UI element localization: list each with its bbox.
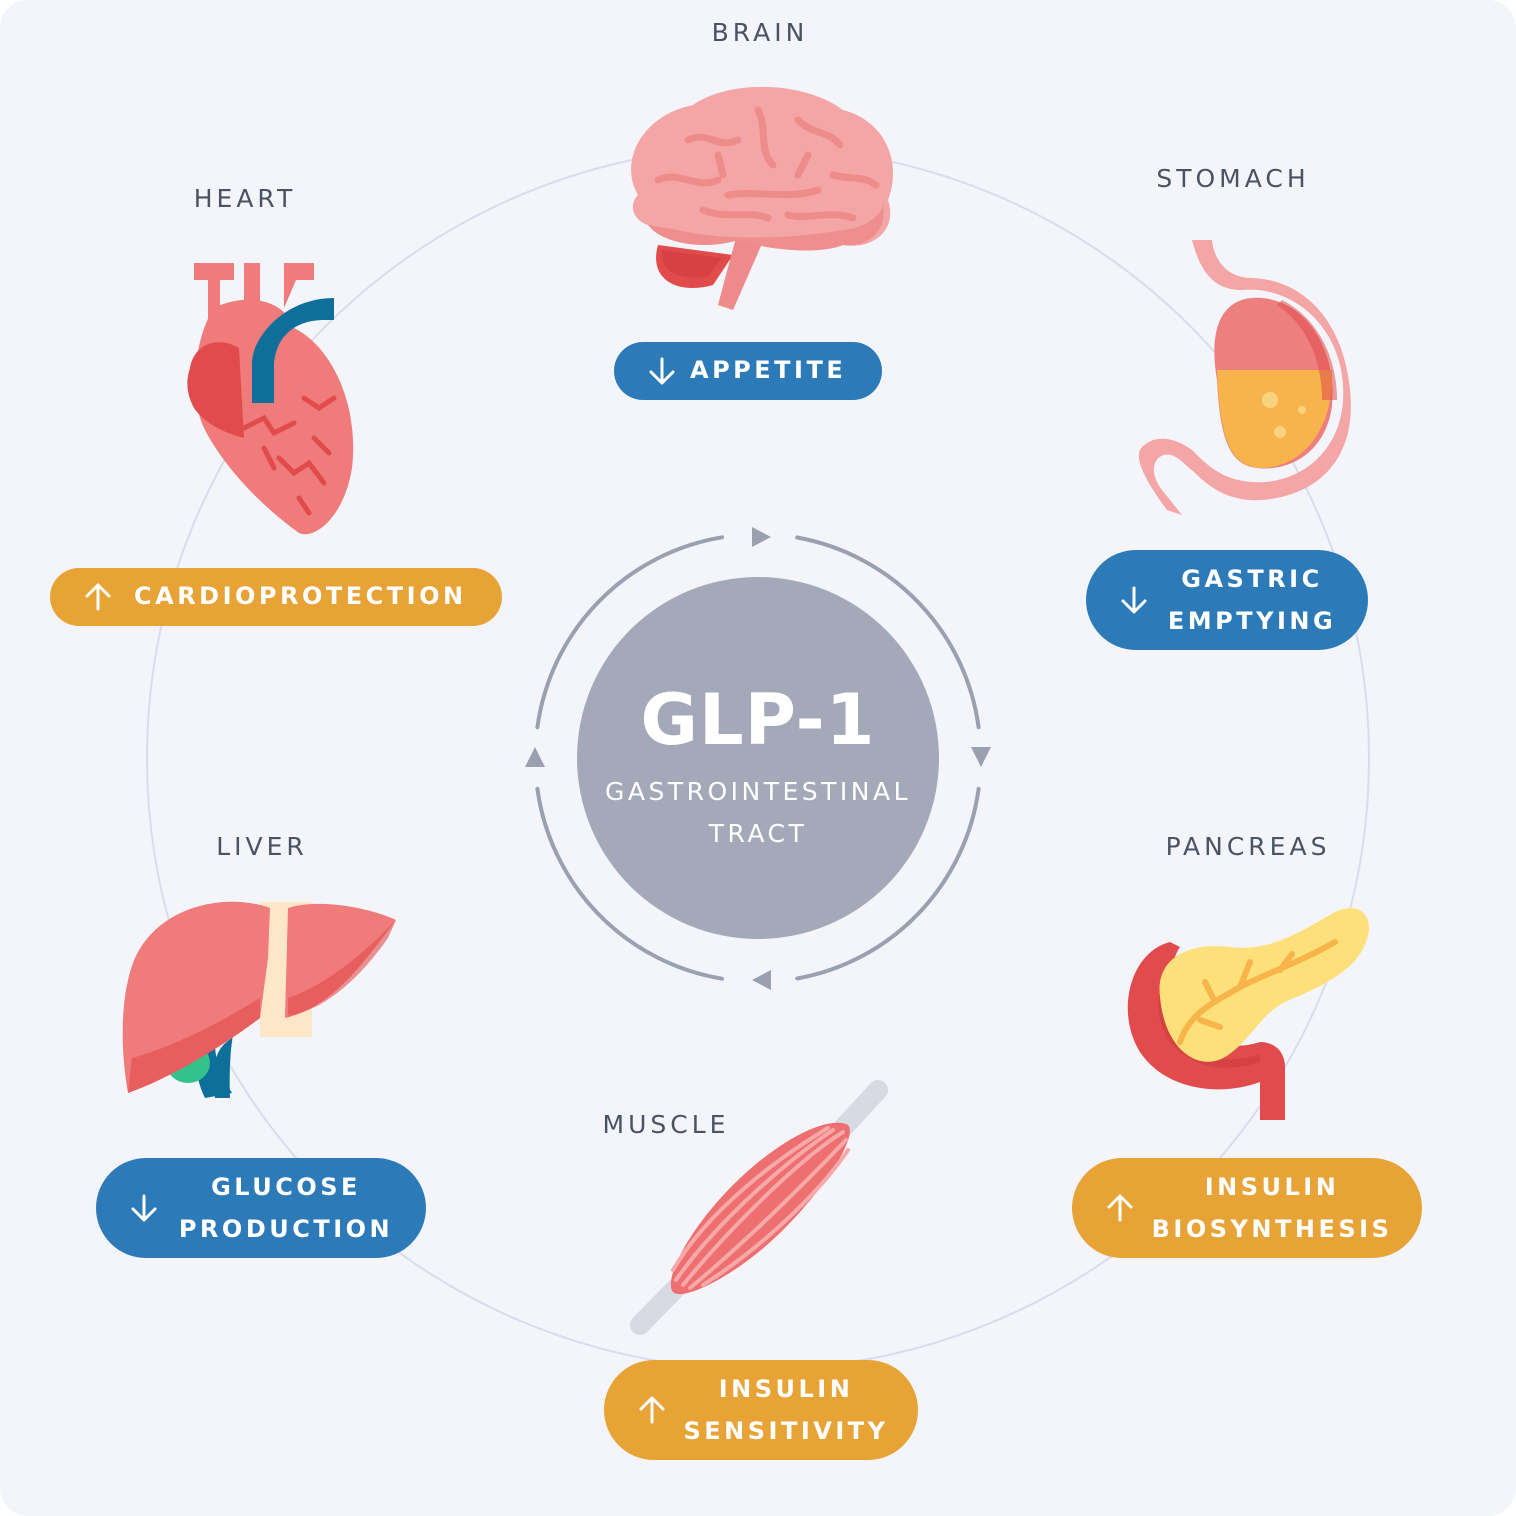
liver-icon (122, 901, 396, 1098)
arrow-up-icon (1107, 1194, 1133, 1222)
arrowhead-left (525, 747, 545, 767)
insulin-sensitivity-line2: SENSITIVITY (683, 1417, 889, 1445)
stomach-icon (1138, 240, 1351, 515)
gastric-emptying-label: GASTRIC EMPTYING (1136, 558, 1368, 642)
insulin-biosynthesis-pill: INSULIN BIOSYNTHESIS (1072, 1158, 1422, 1258)
pancreas-label: PANCREAS (1165, 832, 1331, 861)
arrow-up-icon (639, 1396, 665, 1424)
center-subtitle-line2: TRACT (708, 819, 808, 848)
insulin-biosynthesis-line2: BIOSYNTHESIS (1151, 1215, 1393, 1243)
brain-label: BRAIN (711, 18, 809, 47)
glucose-production-label: GLUCOSE PRODUCTION (146, 1166, 426, 1250)
cardioprotection-pill: CARDIOPROTECTION (50, 568, 502, 626)
brain-icon (631, 86, 893, 310)
inner-cycle-ring (535, 535, 981, 981)
pancreas-icon (1127, 908, 1370, 1120)
insulin-biosynthesis-label: INSULIN BIOSYNTHESIS (1122, 1166, 1422, 1250)
center-title: GLP-1 (640, 679, 876, 761)
gastric-emptying-line2: EMPTYING (1167, 607, 1337, 635)
heart-icon (187, 263, 354, 535)
stomach-label: STOMACH (1156, 164, 1310, 193)
glp1-center-circle: GLP-1 GASTROINTESTINAL TRACT (577, 577, 939, 939)
cycle-arrowheads (525, 527, 991, 990)
glucose-production-line1: GLUCOSE (211, 1173, 361, 1201)
center-subtitle-line1: GASTROINTESTINAL (604, 777, 912, 806)
arrowhead-bottom (752, 970, 771, 990)
arrow-down-icon (1121, 586, 1147, 614)
cardioprotection-label: CARDIOPROTECTION (134, 582, 467, 610)
appetite-label: APPETITE (690, 356, 847, 384)
insulin-sensitivity-label: INSULIN SENSITIVITY (654, 1368, 918, 1452)
arrow-down-icon (649, 357, 675, 385)
arrow-up-icon (85, 583, 111, 611)
center-subtitle: GASTROINTESTINAL TRACT (577, 771, 939, 855)
insulin-biosynthesis-line1: INSULIN (1204, 1173, 1340, 1201)
glucose-production-pill: GLUCOSE PRODUCTION (96, 1158, 426, 1258)
muscle-label: MUSCLE (602, 1110, 730, 1139)
arrowhead-right (971, 747, 991, 767)
insulin-sensitivity-line1: INSULIN (718, 1375, 854, 1403)
liver-label: LIVER (216, 832, 308, 861)
insulin-sensitivity-pill: INSULIN SENSITIVITY (604, 1360, 918, 1460)
heart-label: HEART (193, 184, 297, 213)
gastric-emptying-pill: GASTRIC EMPTYING (1086, 550, 1368, 650)
glucose-production-line2: PRODUCTION (178, 1215, 394, 1243)
arrowhead-top (752, 527, 771, 547)
appetite-pill: APPETITE (614, 342, 882, 400)
muscle-icon (630, 1080, 888, 1335)
arrow-down-icon (131, 1194, 157, 1222)
gastric-emptying-line1: GASTRIC (1181, 565, 1323, 593)
